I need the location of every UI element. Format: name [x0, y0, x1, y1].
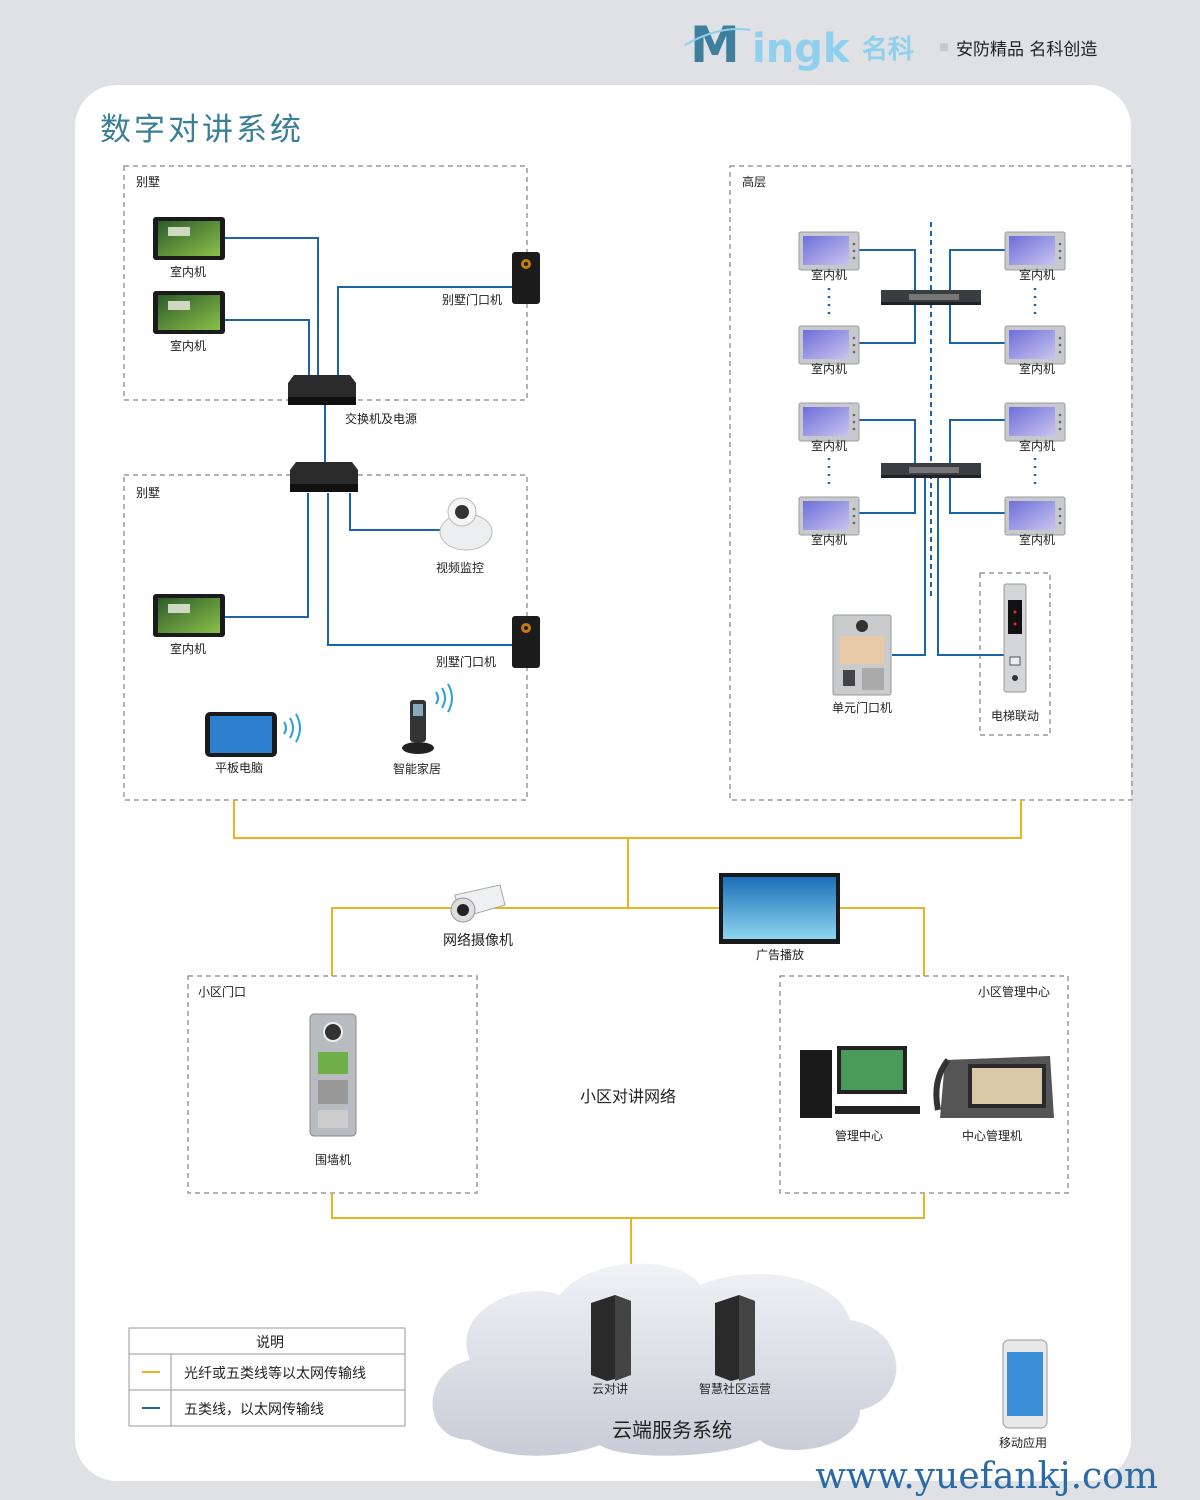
svg-text:M: M — [690, 16, 740, 74]
management-pc-label: 管理中心 — [835, 1128, 883, 1143]
unit-door-station-icon — [832, 614, 892, 696]
separator-square — [940, 43, 948, 51]
management-pc-icon — [800, 1046, 920, 1118]
server-icon — [591, 1295, 631, 1381]
brand-logo: M ingk 名科 — [684, 16, 914, 74]
svg-text:ingk: ingk — [752, 26, 851, 72]
legend-title: 说明 — [256, 1335, 284, 1351]
legend: 说明 光纤或五类线等以太网传输线 五类线，以太网传输线 — [128, 1327, 406, 1427]
villa-door-station-icon — [512, 616, 540, 668]
indoor-unit-label: 室内机 — [1019, 267, 1055, 282]
cloud-shape — [432, 1263, 897, 1456]
mobile-app-label: 移动应用 — [999, 1435, 1047, 1450]
camera-label: 视频监控 — [436, 560, 484, 575]
network-switch-icon — [881, 463, 981, 478]
unit-door-label: 单元门口机 — [832, 700, 892, 715]
ad-display-icon — [719, 873, 840, 944]
indoor-unit-label: 室内机 — [170, 338, 206, 353]
gate-label: 小区门口 — [198, 984, 246, 999]
smart-home-handset-icon — [402, 683, 453, 754]
indoor-unit-label: 室内机 — [811, 361, 847, 376]
villa2-label: 别墅 — [136, 486, 160, 500]
smarthome-label: 智能家居 — [393, 761, 441, 776]
svg-text:名科: 名科 — [862, 34, 914, 65]
tablet-icon — [205, 712, 301, 757]
ip-camera-label: 网络摄像机 — [443, 933, 513, 949]
legend-item-ethernet: 光纤或五类线等以太网传输线 — [184, 1365, 366, 1382]
indoor-unit-label: 室内机 — [170, 641, 206, 656]
switch-label: 交换机及电源 — [345, 411, 417, 426]
highrise-zone — [729, 165, 1133, 801]
cat5-lines — [224, 222, 1037, 656]
dome-camera-icon — [439, 497, 493, 551]
indoor-unit-label: 室内机 — [170, 264, 206, 279]
website-watermark: www.yuefankj.com — [815, 1456, 1158, 1497]
slogan: 安防精品 名科创造 — [956, 40, 1097, 60]
indoor-unit-icon — [153, 291, 225, 334]
villa-door-station-icon — [512, 252, 540, 304]
tablet-label: 平板电脑 — [215, 761, 263, 775]
wall-station-icon — [309, 1013, 357, 1137]
indoor-unit-icon — [153, 217, 225, 260]
network-switch-icon — [881, 290, 981, 305]
indoor-unit-label: 室内机 — [1019, 361, 1055, 376]
indoor-unit-label: 室内机 — [811, 532, 847, 547]
page-title: 数字对讲系统 — [100, 112, 304, 148]
community-ops-label: 智慧社区运营 — [699, 1381, 771, 1396]
switch-icon — [288, 375, 356, 405]
center-console-icon — [933, 1056, 1054, 1118]
cloud-intercom-label: 云对讲 — [592, 1381, 628, 1396]
legend-item-cat5: 五类线，以太网传输线 — [184, 1402, 324, 1418]
center-console-label: 中心管理机 — [962, 1128, 1022, 1143]
elevator-label: 电梯联动 — [991, 709, 1039, 723]
server-icon — [715, 1295, 755, 1381]
mgmt-label: 小区管理中心 — [978, 984, 1050, 999]
villa-door-label: 别墅门口机 — [442, 292, 502, 307]
elevator-panel-icon — [1003, 583, 1027, 693]
switch-icon — [290, 462, 358, 492]
indoor-unit-label: 室内机 — [811, 267, 847, 282]
ad-display-label: 广告播放 — [756, 947, 804, 962]
mobile-phone-icon — [1002, 1339, 1048, 1429]
intercom-network-label: 小区对讲网络 — [580, 1087, 676, 1106]
cloud-service-label: 云端服务系统 — [612, 1418, 732, 1442]
ip-camera-icon — [450, 884, 506, 923]
villa1-label: 别墅 — [136, 175, 160, 189]
indoor-unit-label: 室内机 — [811, 438, 847, 453]
wall-station-label: 围墙机 — [315, 1153, 351, 1167]
villa-door-label: 别墅门口机 — [436, 654, 496, 669]
indoor-unit-label: 室内机 — [1019, 532, 1055, 547]
indoor-unit-label: 室内机 — [1019, 438, 1055, 453]
highrise-label: 高层 — [742, 174, 766, 189]
indoor-unit-icon — [153, 594, 225, 637]
ethernet-lines — [233, 800, 1022, 1268]
